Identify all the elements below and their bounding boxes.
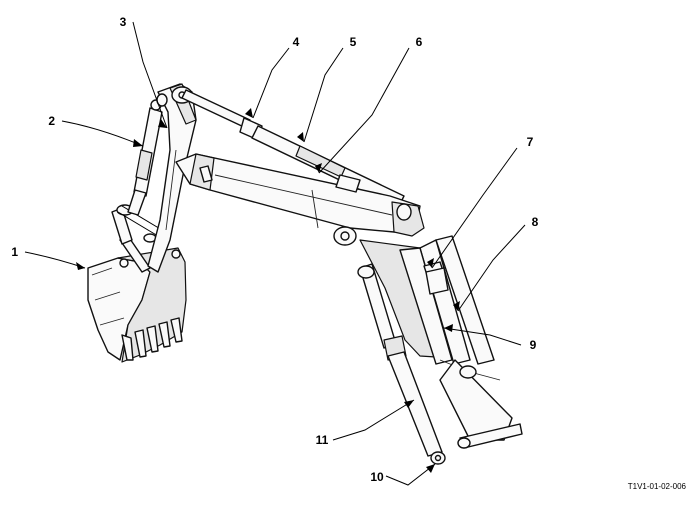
callout-10: 10	[370, 470, 384, 484]
callout-7: 7	[527, 135, 534, 149]
lower-cylinder	[357, 263, 446, 465]
callout-2: 2	[48, 114, 55, 128]
callout-1: 1	[11, 245, 18, 259]
callout-labels: 1 2 3 4 5 6 7 8 9 10 11	[11, 15, 538, 484]
callout-5: 5	[350, 35, 357, 49]
callout-9: 9	[530, 338, 537, 352]
callout-11: 11	[316, 433, 329, 447]
callout-8: 8	[532, 215, 539, 229]
bucket	[87, 247, 187, 363]
callout-3: 3	[120, 15, 127, 29]
figure-id: T1V1-01-02-006	[628, 482, 687, 491]
callout-6: 6	[416, 35, 423, 49]
boom	[175, 153, 425, 246]
leader-lines	[24, 21, 526, 486]
callout-4: 4	[293, 35, 300, 49]
bucket-cylinder	[127, 99, 163, 216]
arm	[147, 83, 197, 273]
